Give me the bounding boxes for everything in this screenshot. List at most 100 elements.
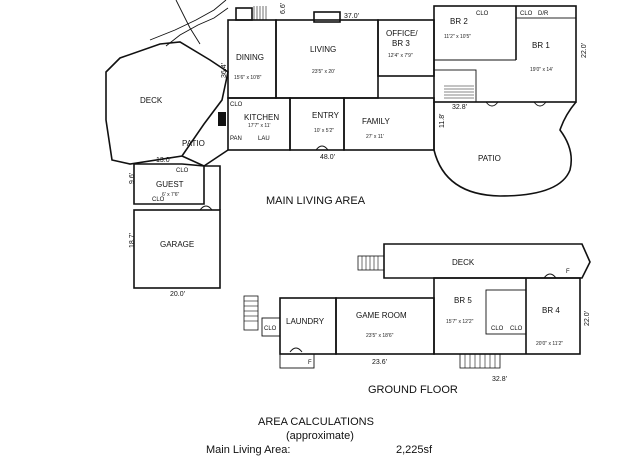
ground-clo-tag-1: CLO [264,326,277,332]
deck-railing-3 [175,0,201,45]
bath-area [433,69,477,103]
main-stairs [444,85,474,99]
living-dims: 23'5" x 20' [312,69,335,75]
meas-garage-side: 18.7' [129,233,136,248]
area-calc-subtitle: (approximate) [286,430,354,442]
br1-dims: 19'0" x 14' [530,67,553,73]
ground-bedroom-wing [433,277,581,355]
living-room [275,19,379,99]
br1-label: BR 1 [532,41,550,50]
meas-guest-top: 13.0' [156,157,171,164]
garage-connector [204,165,221,210]
garage-label: GARAGE [160,240,194,249]
guest-dims: 6' x 7'6" [162,192,180,198]
ground-bath [485,289,527,335]
meas-top-living: 37.0' [344,13,359,20]
deck-label: DECK [140,96,163,105]
ground-meas-bottom: 32.8' [492,376,507,383]
meas-top-small: 6.6' [280,3,287,14]
ground-floor-label: GROUND FLOOR [368,384,458,396]
kitchen-dims: 17'7" x 11' [248,123,271,129]
meas-side: 36.4' [221,63,228,78]
br5-label: BR 5 [454,296,472,305]
living-label: LIVING [310,45,336,54]
ground-clo-tag-2: CLO [510,326,523,332]
br2-dims: 11'2" x 10'5" [444,34,471,40]
br5-dims: 15'7" x 12'2" [446,319,474,325]
meas-family-side: 11.8' [439,114,446,128]
area-calc-main-label: Main Living Area: [206,444,291,456]
kitchen-wall-block [218,112,226,126]
br4-dims: 20'0" x 11'2" [536,341,563,347]
ground-f-tag-1: F [308,360,312,366]
ground-deck-label: DECK [452,258,475,267]
office-label-2: BR 3 [392,39,410,48]
fireplace-upper [235,7,253,21]
patio-door-swing-2 [533,101,547,107]
area-calc-main-value: 2,225sf [396,444,433,456]
pantry-tag: PAN [230,136,242,142]
main-deck-outline [105,41,229,165]
br2-label: BR 2 [450,17,468,26]
game-room [335,297,435,355]
entry-label: ENTRY [312,111,340,120]
meas-guest-side: 9.6' [129,173,136,184]
ground-f-tag-2: F [566,269,570,275]
office-label-1: OFFICE/ [386,29,418,38]
ground-stairs-bottom [459,353,501,369]
patio-left-label: PATIO [182,139,205,148]
dining-label: DINING [236,53,264,62]
deck-railing-2 [165,7,229,47]
ground-meas-game: 23.6' [372,359,387,366]
closets [515,5,577,19]
entry-door-swing [315,145,329,151]
ground-floor-plan [243,243,591,369]
guest-clo-tag-2: CLO [152,197,165,203]
deck-stairs-left [357,255,385,271]
office-dims: 12'4" x 7'9" [388,53,413,59]
meas-garage-bottom: 20.0' [170,291,185,298]
game-room-dims: 23'5" x 18'6" [366,333,394,339]
game-room-label: GAME ROOM [356,311,407,320]
garage-door-swing [199,205,213,211]
laundry-door-swing [289,347,303,353]
top-stairs [253,6,267,20]
ground-meas-right: 22.0' [584,311,591,326]
guest-label: GUEST [156,180,184,189]
guest-room [133,163,205,205]
clo-tag-1: CLO [230,102,243,108]
meas-entry-bottom: 48.0' [320,154,335,161]
area-calc-title: AREA CALCULATIONS [258,416,374,428]
entry-dims: 10' x 5'2" [314,128,334,134]
deck-railing [149,0,227,41]
clo-tag-3: CLO [476,11,489,17]
main-floor-label: MAIN LIVING AREA [266,195,366,207]
right-patio-outline [433,101,577,197]
family-dims: 27' x 11' [366,134,384,140]
laundry-room [279,297,337,355]
bedroom-wing [433,5,577,103]
meas-right: 22.0' [581,43,588,58]
ground-clo-tag-3: CLO [491,326,504,332]
laundry-closet [261,317,281,337]
entry-room [289,97,345,151]
ground-stairs-left [243,295,259,331]
guest-clo-tag: CLO [176,168,189,174]
family-label: FAMILY [362,117,391,126]
patio-door-swing-1 [485,101,499,107]
laundry-label: LAUNDRY [286,317,325,326]
patio-right-label: PATIO [478,154,501,163]
dr-tag: D/R [538,11,549,17]
patio-link [181,149,229,167]
fireplace [313,11,341,23]
main-floor-plan [105,0,577,289]
lau-tag: LAU [258,136,270,142]
dining-dims: 15'6" x 10'8" [234,75,262,81]
laundry-lower [279,353,315,369]
garage-room [133,209,221,289]
br4-label: BR 4 [542,306,560,315]
clo-tag-2: CLO [520,11,533,17]
br4-door-swing [543,273,557,279]
kitchen-label: KITCHEN [244,113,279,122]
